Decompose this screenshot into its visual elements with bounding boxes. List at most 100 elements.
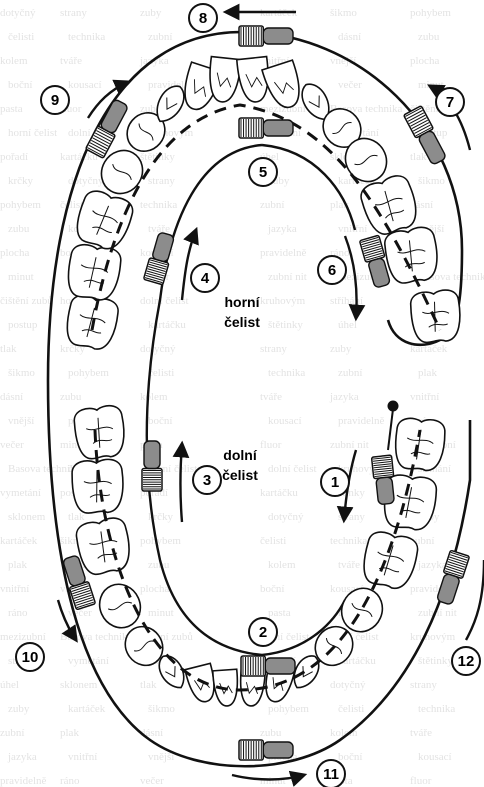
background-text: vnitřní <box>410 391 439 403</box>
step-9-marker: 9 <box>41 86 69 114</box>
background-text: zubní <box>148 31 172 43</box>
lower-jaw-label-line1: dolní <box>223 447 258 463</box>
background-text: strany <box>338 511 365 523</box>
step-4-label: 4 <box>201 270 210 287</box>
step-7-marker: 7 <box>436 88 464 116</box>
upper-jaw-label-line2: čelist <box>224 314 260 330</box>
background-text: ráno <box>8 607 28 619</box>
background-text: zubu <box>418 31 440 43</box>
molar-tooth <box>65 243 122 302</box>
background-text: večer <box>338 79 362 91</box>
background-text: tváře <box>148 223 170 235</box>
background-text: vymetání <box>0 487 41 499</box>
background-text: šikmo <box>148 703 175 715</box>
background-text: kolem <box>0 55 28 67</box>
step-12-label: 12 <box>458 653 475 670</box>
background-text: technika <box>330 535 367 547</box>
arrow-step-3 <box>181 444 183 522</box>
lower-jaw-label-line2: čelist <box>222 467 258 483</box>
background-text: horní čelist <box>8 127 57 139</box>
background-text: kousací <box>268 415 302 427</box>
background-text: strany <box>410 679 437 691</box>
background-text: mezizubní <box>0 631 46 643</box>
background-text: tlak <box>140 679 157 691</box>
step-10-label: 10 <box>22 649 39 666</box>
background-text: zubu <box>148 559 170 571</box>
background-text: pohybem <box>140 535 181 547</box>
background-text: jazyka <box>7 751 37 763</box>
background-text: zubu <box>60 391 82 403</box>
background-text: zubní nit <box>330 439 369 451</box>
background-text: kousací <box>68 79 102 91</box>
background-text: ráno <box>60 775 80 787</box>
background-text: pasta <box>0 103 23 115</box>
background-text: zuby <box>8 703 30 715</box>
background-text: zubní nit <box>268 271 307 283</box>
step-5-marker: 5 <box>249 158 277 186</box>
brush-step-8 <box>239 26 293 46</box>
background-text: minut <box>8 271 34 283</box>
background-text: čištění zubů <box>0 295 53 307</box>
background-text: technika <box>418 703 455 715</box>
background-text: dotyčný <box>140 343 176 355</box>
background-text: zubu <box>260 727 282 739</box>
background-text: čelisti <box>148 367 174 379</box>
step-2-label: 2 <box>259 624 267 641</box>
background-text: tváře <box>338 559 360 571</box>
background-text: sklonem <box>60 679 98 691</box>
background-text: boční <box>148 415 172 427</box>
step-4-marker: 4 <box>191 264 219 292</box>
background-text: pravidelně <box>260 247 307 259</box>
background-text: technika <box>140 199 177 211</box>
background-text: vnitřní <box>68 751 97 763</box>
background-text: plak <box>8 559 27 571</box>
background-text: čelisti <box>8 31 34 43</box>
step-11-marker: 11 <box>317 760 345 787</box>
background-text: pravidelně <box>338 415 385 427</box>
background-text: štětinky <box>268 319 303 331</box>
background-text: plocha <box>410 55 439 67</box>
background-text: technika <box>268 367 305 379</box>
background-text: minut <box>260 775 286 787</box>
step-2-marker: 2 <box>249 618 277 646</box>
background-text: zubní <box>0 727 24 739</box>
background-text: pasta <box>268 607 291 619</box>
background-text: pravidelně <box>0 775 47 787</box>
background-text: pohybem <box>68 367 109 379</box>
background-text: zuby <box>140 7 162 19</box>
step-1-marker: 1 <box>321 468 349 496</box>
background-text: tlak <box>0 343 17 355</box>
background-text: čelisti <box>338 703 364 715</box>
background-text: tváře <box>410 727 432 739</box>
molar-tooth <box>409 289 463 345</box>
background-text: jazyka <box>417 559 447 571</box>
step-6-label: 6 <box>328 262 336 279</box>
background-text: kolem <box>140 391 168 403</box>
background-text: fluor <box>260 439 282 451</box>
step-7-label: 7 <box>446 94 454 111</box>
background-text: štětinky <box>418 655 453 667</box>
arrow-step-12 <box>466 560 484 640</box>
background-text: dásní <box>140 727 163 739</box>
molar-tooth <box>72 404 127 461</box>
background-text: vnější <box>8 415 34 427</box>
background-text: zuby <box>330 343 352 355</box>
background-text: kartáček <box>0 535 38 547</box>
background-text: plocha <box>140 583 169 595</box>
background-text: kousací <box>418 751 452 763</box>
background-text: vnitřní <box>0 583 29 595</box>
background-text: boční <box>338 751 362 763</box>
background-text: dotyčný <box>268 511 304 523</box>
background-text: zubu <box>8 223 30 235</box>
step-8-marker: 8 <box>189 4 217 32</box>
step-10-marker: 10 <box>16 643 44 671</box>
step-3-marker: 3 <box>193 466 221 494</box>
brush-step-5 <box>239 118 293 138</box>
background-text: fluor <box>410 775 432 787</box>
background-text: čelisti <box>260 535 286 547</box>
background-text: kartáčku <box>260 487 298 499</box>
background-text: tlak <box>410 151 427 163</box>
background-text: dotyčný <box>0 7 36 19</box>
background-text: dásní <box>0 391 23 403</box>
